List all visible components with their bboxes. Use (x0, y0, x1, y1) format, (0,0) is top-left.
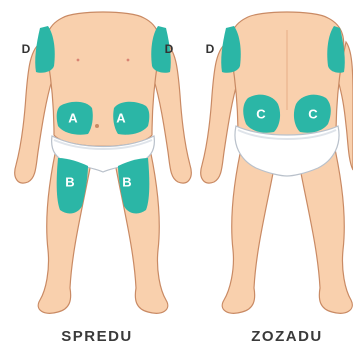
front-zone-a-right-label: A (116, 110, 126, 125)
front-navel (95, 124, 99, 128)
back-figure: C C D ZOZADU (201, 12, 353, 345)
front-nipple-left (77, 59, 80, 62)
back-caption: ZOZADU (251, 328, 323, 345)
front-nipple-right (127, 59, 130, 62)
front-zone-a-left-label: A (68, 110, 78, 125)
front-zone-b-left-label: B (65, 174, 74, 189)
front-zone-b-right-label: B (122, 174, 131, 189)
back-zone-c-left-label: C (256, 106, 266, 121)
back-zone-c-right-label: C (308, 106, 318, 121)
front-caption: SPREDU (61, 328, 133, 345)
front-zone-d-right-label: D (165, 42, 174, 56)
front-zone-d-left-label: D (22, 42, 31, 56)
front-figure: A A B B D D SPREDU (15, 12, 192, 345)
back-zone-d-left-label: D (206, 42, 215, 56)
